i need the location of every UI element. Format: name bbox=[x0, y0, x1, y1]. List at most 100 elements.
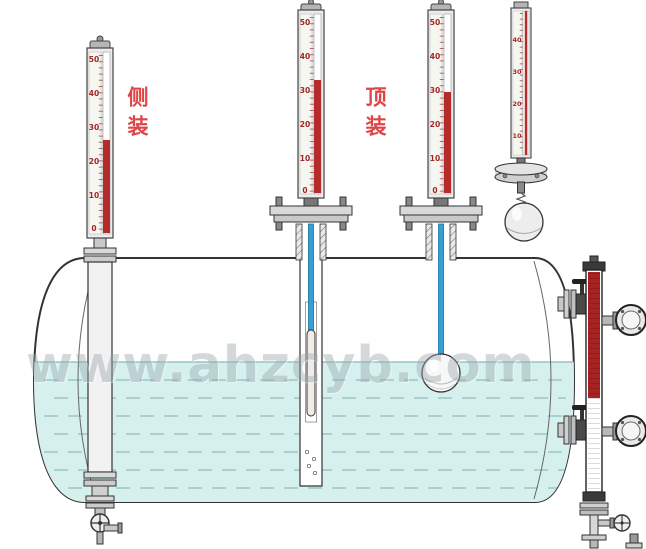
flange-bolt bbox=[405, 221, 413, 231]
gauge-stem bbox=[433, 197, 449, 207]
flange-bolt bbox=[275, 196, 283, 207]
level-switch-inner bbox=[621, 421, 641, 441]
flange bbox=[83, 479, 117, 487]
scale-label: 50 bbox=[89, 55, 99, 64]
scale-label: 10 bbox=[89, 191, 99, 200]
flange bbox=[83, 471, 117, 479]
float-ball bbox=[421, 353, 461, 393]
mounting-flange bbox=[399, 205, 483, 216]
scale-label: 40 bbox=[512, 36, 522, 44]
scale-label: 40 bbox=[89, 89, 99, 98]
drain-stem bbox=[96, 531, 104, 545]
nozzle-wall bbox=[295, 223, 303, 261]
flange bbox=[85, 495, 115, 502]
float-chamber bbox=[87, 261, 113, 473]
scale-label: 30 bbox=[430, 86, 440, 95]
flange bbox=[117, 522, 123, 534]
flange bbox=[83, 255, 117, 263]
drain-pipe bbox=[589, 514, 599, 536]
flange bbox=[625, 542, 643, 549]
scale-plate bbox=[88, 51, 102, 235]
switch-bolt bbox=[637, 437, 642, 442]
float-capsule bbox=[306, 329, 316, 417]
tube-hole bbox=[311, 456, 317, 462]
scale-label: 30 bbox=[300, 86, 310, 95]
product-gauge: 40 30 20 10 bbox=[494, 1, 548, 242]
red-level-column bbox=[103, 140, 110, 233]
tube-hole bbox=[306, 463, 312, 469]
flange bbox=[570, 289, 577, 319]
switch-bolt bbox=[637, 309, 642, 314]
flange bbox=[579, 509, 609, 516]
right-side-gauge bbox=[557, 255, 646, 549]
valve-stem bbox=[580, 284, 584, 294]
gauge-neck bbox=[93, 237, 107, 249]
tube-hole bbox=[304, 449, 310, 455]
valve-stem bbox=[580, 410, 584, 420]
float-ball-shade bbox=[506, 227, 542, 234]
switch-bracket bbox=[601, 426, 615, 437]
switch-bolt bbox=[620, 420, 625, 425]
float-rod bbox=[438, 223, 444, 355]
scale-plate bbox=[512, 10, 523, 156]
nozzle-wall bbox=[425, 223, 433, 261]
float-stem bbox=[517, 181, 525, 194]
flange-bolt bbox=[534, 173, 540, 179]
scale-label: 20 bbox=[512, 100, 522, 108]
red-flapper-column bbox=[588, 272, 600, 398]
flange-bolt bbox=[339, 221, 347, 231]
flange-bolt bbox=[502, 173, 508, 179]
gauge-top-cap bbox=[513, 1, 529, 9]
scale-label: 40 bbox=[300, 52, 310, 61]
mounting-flange bbox=[273, 214, 349, 223]
tube-bottom-cap bbox=[582, 491, 606, 502]
red-level-stripe bbox=[524, 11, 528, 155]
gauge-stem bbox=[303, 197, 319, 207]
scale-label: 20 bbox=[430, 120, 440, 129]
flange bbox=[581, 534, 607, 541]
flange bbox=[563, 415, 570, 445]
flange bbox=[570, 415, 577, 445]
drain-branch bbox=[597, 519, 611, 527]
flange bbox=[579, 502, 609, 509]
float-ball-highlight bbox=[430, 360, 438, 372]
gauge-neck bbox=[91, 485, 109, 497]
switch-bolt bbox=[620, 437, 625, 442]
float-ball bbox=[504, 202, 544, 242]
flange-bolt bbox=[469, 221, 477, 231]
top-mounted-gauge-2: 50 40 30 20 10 0 bbox=[399, 0, 483, 393]
scale-label: 40 bbox=[430, 52, 440, 61]
nozzle-wall bbox=[449, 223, 457, 261]
float-rod bbox=[308, 223, 314, 331]
flange bbox=[85, 502, 115, 509]
mounting-flange bbox=[269, 205, 353, 216]
mounting-flange bbox=[403, 214, 479, 223]
switch-bolt bbox=[620, 326, 625, 331]
nozzle-wall bbox=[319, 223, 327, 261]
scale-label: 30 bbox=[512, 68, 522, 76]
right-head-seam bbox=[533, 260, 552, 500]
level-switch-inner bbox=[621, 310, 641, 330]
top-mounted-gauge-1: 50 40 30 20 10 0 bbox=[269, 0, 353, 487]
switch-bolt bbox=[637, 420, 642, 425]
flange-bolt bbox=[469, 196, 477, 207]
switch-bracket bbox=[601, 315, 615, 326]
scale-label: 0 bbox=[432, 186, 437, 195]
scale-label: 10 bbox=[300, 154, 310, 163]
drain-stub bbox=[589, 539, 599, 549]
scale-label: 0 bbox=[302, 186, 307, 195]
flange-bolt bbox=[339, 196, 347, 207]
handwheel-hub bbox=[98, 521, 102, 525]
valve-body bbox=[629, 533, 639, 544]
handwheel-hub bbox=[620, 521, 624, 525]
float-ball-shade bbox=[424, 377, 458, 385]
scale-label: 10 bbox=[430, 154, 440, 163]
scale-label: 50 bbox=[430, 18, 440, 27]
scale-label: 10 bbox=[512, 132, 522, 140]
flange-bolt bbox=[405, 196, 413, 207]
scale-label: 30 bbox=[89, 123, 99, 132]
flange-bolt bbox=[275, 221, 283, 231]
scale-label: 20 bbox=[300, 120, 310, 129]
